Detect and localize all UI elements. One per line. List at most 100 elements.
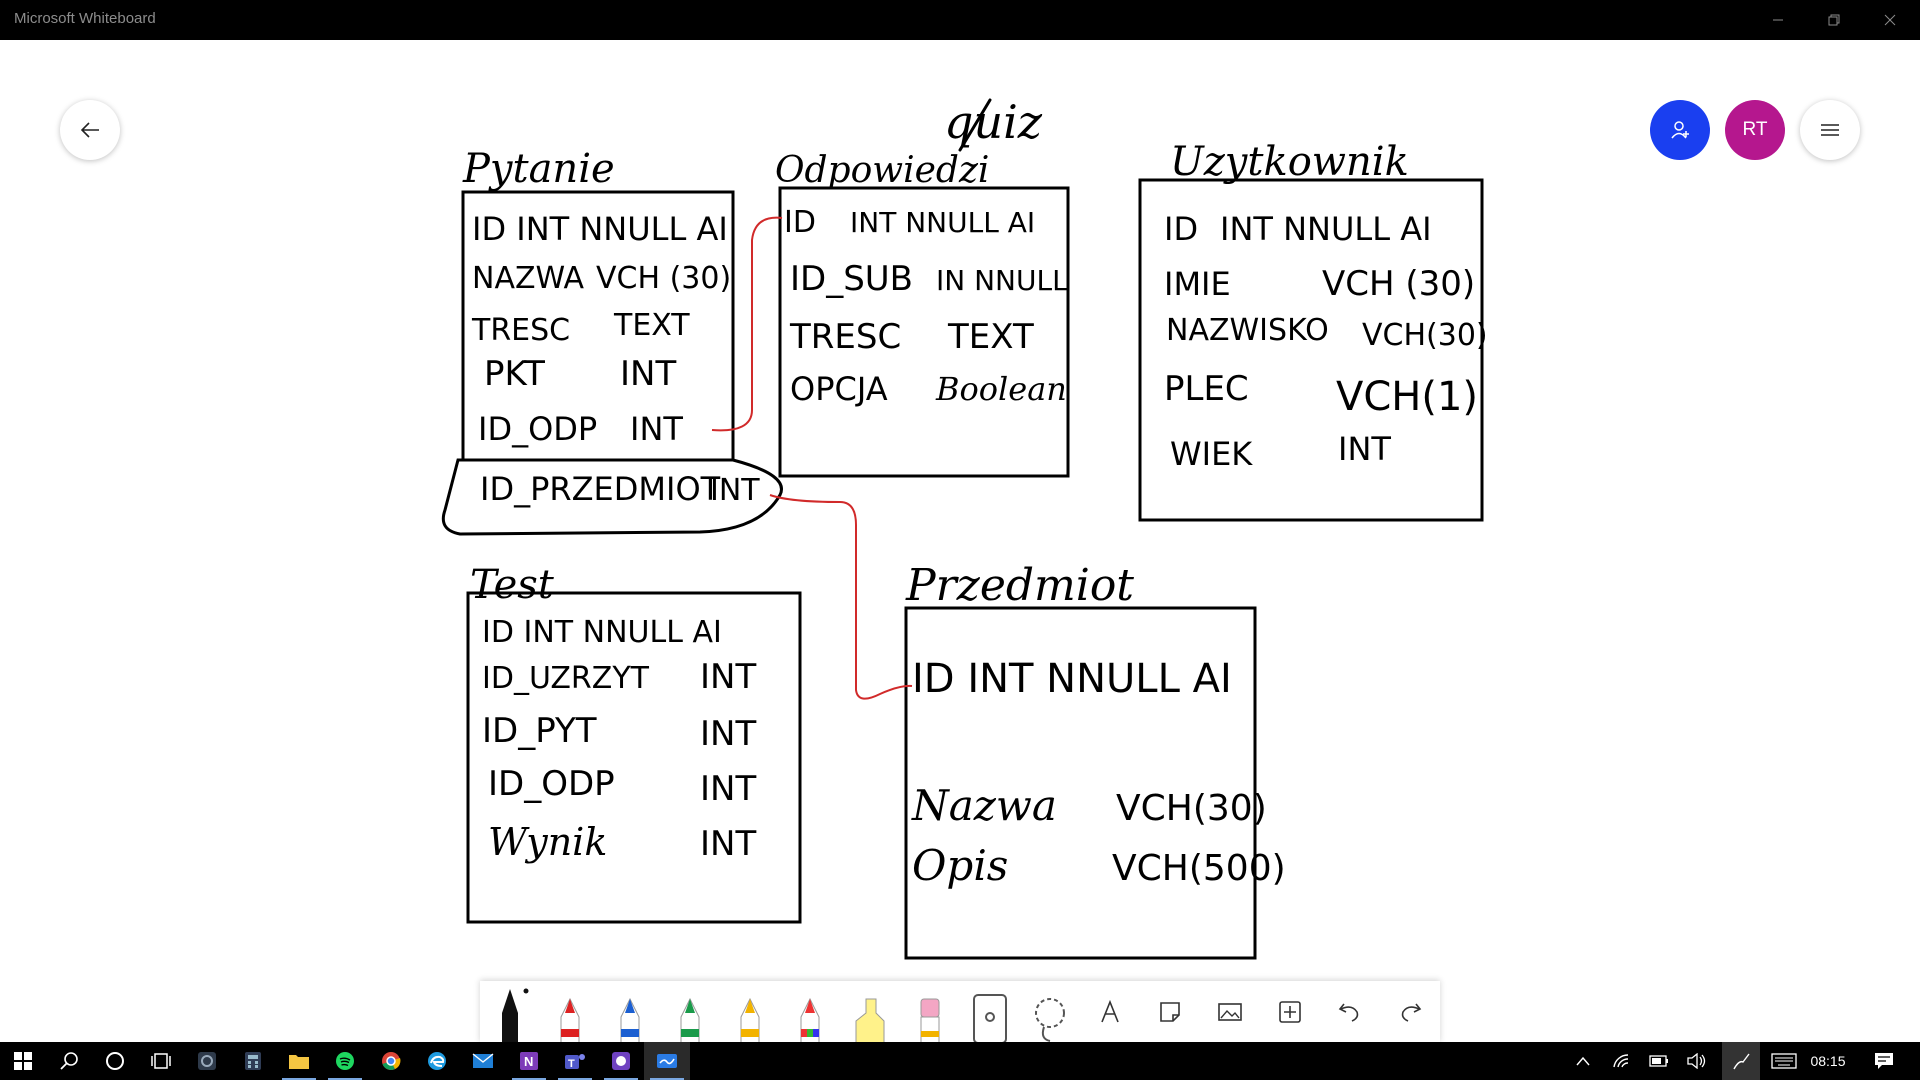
tool-lasso[interactable] xyxy=(1020,981,1080,1043)
pytanie-row-1: ID INT NNULL AI xyxy=(472,210,728,248)
pytanie-row-2-name: NAZWA xyxy=(472,261,585,296)
przedmiot-title: Przedmiot xyxy=(905,560,1134,611)
test-row-5-name: Wynik xyxy=(488,820,607,864)
taskbar-app-calculator[interactable] xyxy=(230,1042,276,1080)
taskbar-app-whiteboard[interactable] xyxy=(644,1042,690,1080)
pytanie-row-5-name: ID_ODP xyxy=(478,410,597,448)
tool-black-pen[interactable] xyxy=(480,981,540,1043)
restore-icon xyxy=(1828,14,1840,26)
close-icon xyxy=(1884,14,1896,26)
pen-workspace-button[interactable] xyxy=(1722,1042,1760,1080)
chevron-up-icon xyxy=(1576,1056,1590,1066)
tool-undo[interactable] xyxy=(1320,981,1380,1043)
taskbar-app-onenote[interactable]: N xyxy=(506,1042,552,1080)
back-button[interactable] xyxy=(60,100,120,160)
sticky-note-icon xyxy=(1160,1002,1180,1022)
search-icon xyxy=(60,1052,78,1070)
uzytkownik-row-5-type: INT xyxy=(1338,430,1391,468)
tool-add[interactable] xyxy=(1260,981,1320,1043)
show-hidden-icons-button[interactable] xyxy=(1566,1042,1600,1080)
network-button[interactable] xyxy=(1604,1042,1638,1080)
test-row-1: ID INT NNULL AI xyxy=(482,615,722,650)
connector-odp xyxy=(711,216,783,432)
pytanie-row-3-type: TEXT xyxy=(613,308,690,343)
calculator-icon xyxy=(245,1052,261,1070)
przedmiot-row-3-name: Opis xyxy=(912,841,1008,890)
windows-icon xyxy=(14,1052,32,1070)
ruler-icon xyxy=(973,994,1007,1043)
taskbar-app-mail[interactable] xyxy=(460,1042,506,1080)
taskbar-app-camera[interactable] xyxy=(184,1042,230,1080)
test-row-4-type: INT xyxy=(700,769,756,809)
taskbar-app-github-desktop[interactable] xyxy=(598,1042,644,1080)
avatar-initials: RT xyxy=(1742,119,1768,140)
onenote-icon: N xyxy=(520,1052,538,1070)
hamburger-icon xyxy=(1821,124,1839,136)
test-title: Test xyxy=(470,562,555,608)
green-pen-icon xyxy=(680,997,700,1043)
title-bar: Microsoft Whiteboard xyxy=(0,0,1920,40)
tool-ruler[interactable] xyxy=(960,981,1020,1043)
taskbar-app-chrome[interactable] xyxy=(368,1042,414,1080)
close-button[interactable] xyxy=(1862,0,1918,40)
test-row-4-name: ID_ODP xyxy=(488,764,615,804)
odpowiedz-title: Odpowiedzi xyxy=(775,150,989,191)
battery-icon xyxy=(1649,1055,1668,1067)
avatar[interactable]: RT xyxy=(1725,100,1785,160)
start-button[interactable] xyxy=(0,1042,46,1080)
menu-button[interactable] xyxy=(1800,100,1860,160)
tool-blue-pen[interactable] xyxy=(600,981,660,1043)
pytanie-row-4-name: PKT xyxy=(484,354,545,394)
invite-button[interactable] xyxy=(1650,100,1710,160)
blue-pen-icon xyxy=(620,997,640,1043)
test-row-5-type: INT xyxy=(700,824,756,864)
przedmiot-row-2-type: VCH(30) xyxy=(1116,788,1267,829)
uzytkownik-title: Uzytkownik xyxy=(1170,139,1409,185)
taskbar-app-teams[interactable]: T xyxy=(552,1042,598,1080)
tool-image[interactable] xyxy=(1200,981,1260,1043)
volume-button[interactable] xyxy=(1680,1042,1714,1080)
uzytkownik-row-5-name: WIEK xyxy=(1170,435,1253,473)
taskbar-app-file-explorer[interactable] xyxy=(276,1042,322,1080)
action-center-button[interactable] xyxy=(1864,1042,1904,1080)
tool-red-pen[interactable] xyxy=(540,981,600,1043)
clock[interactable]: 08:15 xyxy=(1810,1053,1846,1069)
pytanie-row-2-type: VCH (30) xyxy=(596,261,731,296)
cortana-icon xyxy=(106,1052,124,1070)
odpowiedz-row-3-name: TRESC xyxy=(789,317,901,357)
keyboard-icon xyxy=(1771,1053,1797,1069)
uzytkownik-box xyxy=(1138,178,1484,522)
uzytkownik-row-1-type: INT NNULL AI xyxy=(1220,210,1432,248)
przedmiot-row-1: ID INT NNULL AI xyxy=(912,656,1232,702)
svg-text:N: N xyxy=(524,1054,533,1069)
task-view-button[interactable] xyxy=(138,1042,184,1080)
tool-redo[interactable] xyxy=(1380,981,1440,1043)
quiz-stroke xyxy=(958,98,992,152)
tool-green-pen[interactable] xyxy=(660,981,720,1043)
undo-icon xyxy=(1338,1003,1359,1022)
search-button[interactable] xyxy=(46,1042,92,1080)
eraser-icon xyxy=(920,998,940,1043)
touch-keyboard-button[interactable] xyxy=(1764,1042,1804,1080)
cortana-button[interactable] xyxy=(92,1042,138,1080)
wifi-icon xyxy=(1613,1054,1629,1068)
tool-eraser[interactable] xyxy=(900,981,960,1043)
uzytkownik-row-4-type: VCH(1) xyxy=(1336,374,1478,420)
taskbar-app-spotify[interactable] xyxy=(322,1042,368,1080)
przedmiot-row-2-name: Nazwa xyxy=(911,781,1057,830)
tool-highlighter[interactable] xyxy=(840,981,900,1043)
plus-box-icon xyxy=(1279,1001,1301,1023)
battery-button[interactable] xyxy=(1642,1042,1676,1080)
minimize-button[interactable] xyxy=(1750,0,1806,40)
test-row-2-name: ID_UZRZYT xyxy=(482,661,650,696)
tool-rainbow-pen[interactable] xyxy=(780,981,840,1043)
github-icon xyxy=(612,1052,630,1070)
taskbar-app-edge[interactable] xyxy=(414,1042,460,1080)
odpowiedz-row-2-name: ID_SUB xyxy=(790,259,913,299)
tool-text[interactable] xyxy=(1080,981,1140,1043)
tool-note[interactable] xyxy=(1140,981,1200,1043)
whiteboard-canvas[interactable]: quiz Pytanie ID INT NNULL AI NAZWA VCH (… xyxy=(0,40,1920,1042)
minimize-icon xyxy=(1773,19,1783,21)
restore-button[interactable] xyxy=(1806,0,1862,40)
tool-yellow-pen[interactable] xyxy=(720,981,780,1043)
